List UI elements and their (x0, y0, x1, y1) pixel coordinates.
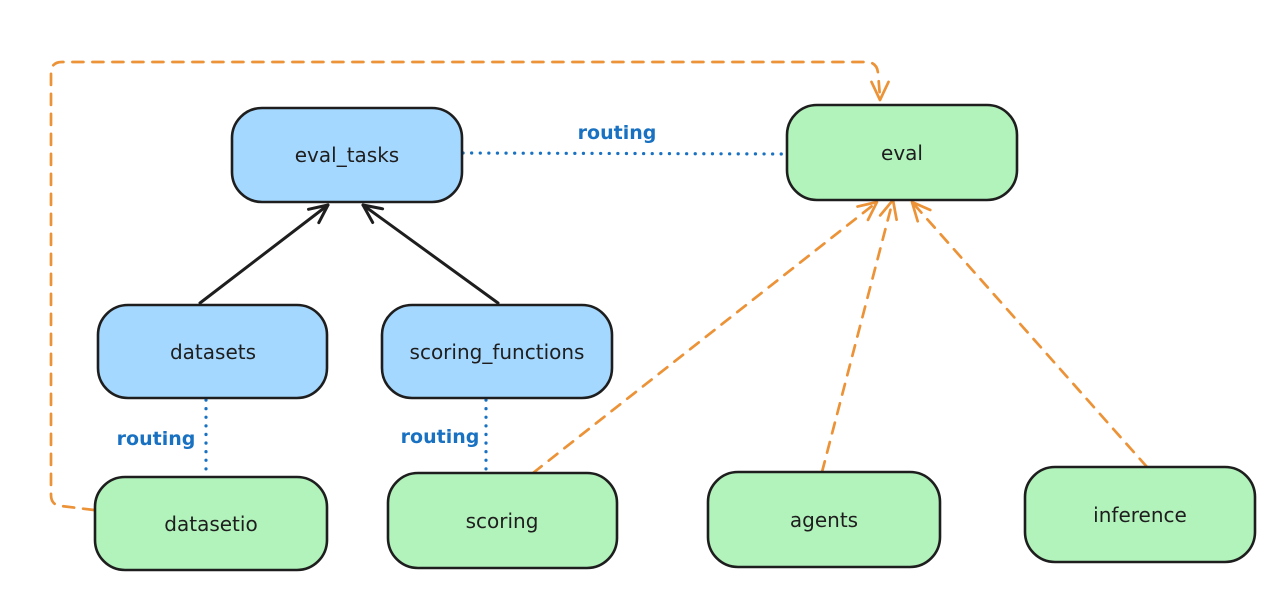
edge-datasets-to-eval-tasks (198, 203, 330, 305)
node-label: eval_tasks (295, 143, 399, 167)
node-scoring-functions: scoring_functions (380, 303, 614, 400)
node-eval-tasks: eval_tasks (230, 106, 464, 204)
node-label: scoring_functions (410, 340, 585, 364)
node-label: agents (790, 508, 858, 532)
edges-layer (49, 60, 1149, 512)
node-box (93, 475, 329, 572)
node-datasetio: datasetio (93, 475, 329, 572)
arrowhead (870, 80, 890, 102)
edge-routing-eval-tasks-eval (461, 151, 788, 156)
nodes-layer: eval_tasks eval datasets scoring_functio… (93, 103, 1257, 572)
edge-line (531, 200, 879, 475)
node-box (386, 471, 619, 570)
arrowhead (361, 203, 385, 224)
edge-line (820, 198, 895, 474)
node-eval: eval (785, 103, 1019, 202)
edge-datasetio-to-eval (49, 60, 890, 512)
edge-labels-layer: routing routing routing (117, 122, 657, 450)
node-label: eval (881, 141, 923, 165)
edge-label-routing-mid: routing (401, 426, 480, 448)
node-box (380, 303, 614, 400)
node-label: scoring (466, 509, 539, 533)
edge-label-routing-top: routing (578, 122, 657, 144)
node-label: datasetio (164, 512, 257, 536)
arrowhead (856, 200, 879, 222)
node-box (706, 470, 942, 569)
node-box (1023, 465, 1257, 564)
node-datasets: datasets (96, 303, 329, 400)
edge-scoring-to-eval (531, 200, 879, 475)
edge-line (910, 200, 1149, 469)
edge-line (49, 60, 882, 512)
edge-scoring-functions-to-eval-tasks (361, 203, 500, 305)
node-inference: inference (1023, 465, 1257, 564)
edge-line (198, 203, 330, 305)
edge-agents-to-eval (820, 198, 898, 474)
node-label: inference (1093, 503, 1187, 527)
node-label: datasets (170, 340, 256, 364)
arrowhead (307, 203, 330, 225)
node-scoring: scoring (386, 471, 619, 570)
edge-inference-to-eval (910, 200, 1149, 469)
arrowhead (910, 200, 932, 223)
node-box (96, 303, 329, 400)
node-box (785, 103, 1019, 202)
edge-label-routing-left: routing (117, 428, 196, 450)
node-box (230, 106, 464, 204)
edge-line (361, 203, 500, 305)
node-agents: agents (706, 470, 942, 569)
